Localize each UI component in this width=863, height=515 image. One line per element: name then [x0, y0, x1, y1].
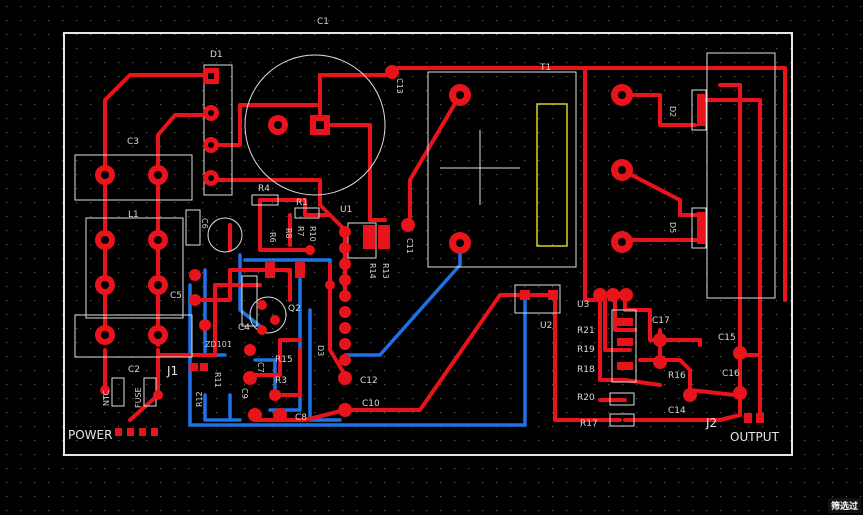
label-R10: R10: [308, 226, 317, 242]
label-C4: C4: [238, 323, 250, 333]
label-R17: R17: [580, 419, 598, 429]
R17-outline: [609, 413, 635, 427]
heatsink-outline: [706, 52, 776, 299]
Q2-outline: [249, 296, 287, 334]
label-NTC: NTC: [102, 390, 111, 406]
label-R1: R1: [296, 198, 308, 208]
label-output: OUTPUT: [730, 430, 780, 444]
pads: [95, 65, 764, 436]
filter-status-badge[interactable]: 筛选过: [827, 498, 861, 513]
T1-core-outline: [244, 54, 386, 196]
label-R14: R14: [368, 263, 377, 279]
label-R12: R12: [195, 391, 204, 407]
label-J2: J2: [705, 416, 717, 430]
U1-outline: [347, 222, 377, 259]
label-R11: R11: [213, 372, 222, 388]
silkscreen-outlines: [74, 52, 776, 427]
label-C14: C14: [668, 406, 686, 416]
component-labels: D1 C3 L1 C2 T1 R4 R1 R8 R10 R7 U1 C11 C1…: [127, 50, 740, 429]
label-R20: R20: [577, 393, 595, 403]
C6-outline: [207, 217, 243, 253]
D2-outline: [691, 89, 707, 131]
U2-outline: [514, 284, 561, 314]
D5-outline: [691, 207, 707, 249]
R4-outline: [251, 194, 279, 206]
label-U1: U1: [340, 205, 352, 215]
label-U3: U3: [577, 300, 589, 310]
label-R3: R3: [275, 376, 287, 386]
label-U2: U2: [540, 321, 552, 331]
label-C10: C10: [362, 399, 380, 409]
label-C15: C15: [718, 333, 736, 343]
label-C1: C1: [317, 17, 329, 27]
R20-outline: [609, 392, 635, 406]
label-R6: R6: [268, 232, 277, 243]
R-array-outline: [611, 309, 637, 383]
label-D1: D1: [210, 50, 223, 60]
label-L1: L1: [128, 210, 139, 220]
label-D5: D5: [668, 222, 677, 233]
label-J1: J1: [166, 364, 178, 378]
label-C16: C16: [722, 369, 740, 379]
label-FUSE: FUSE: [134, 387, 143, 408]
label-C8: C8: [295, 413, 307, 423]
label-R16: R16: [668, 371, 686, 381]
label-R8: R8: [284, 228, 293, 239]
label-R19: R19: [577, 345, 595, 355]
NTC-outline: [111, 377, 125, 407]
label-C11: C11: [405, 238, 414, 254]
L1-outline: [85, 217, 184, 319]
connector-labels: J1 J2 NTC FUSE POWER OUTPUT: [68, 364, 780, 444]
label-C13: C13: [395, 78, 404, 94]
label-R4: R4: [258, 184, 270, 194]
label-Q2: Q2: [288, 304, 301, 314]
label-R13: R13: [381, 263, 390, 279]
label-C2: C2: [128, 365, 140, 375]
label-R18: R18: [577, 365, 595, 375]
label-R21: R21: [577, 326, 595, 336]
label-R15: R15: [275, 355, 293, 365]
label-C6: C6: [200, 218, 209, 229]
T1-outline: [427, 71, 577, 268]
label-power: POWER: [68, 428, 112, 442]
label-C5: C5: [170, 291, 182, 301]
label-C17: C17: [652, 316, 670, 326]
label-C7: C7: [256, 362, 265, 373]
label-C9: C9: [240, 388, 249, 399]
label-C12: C12: [360, 376, 378, 386]
label-R7: R7: [296, 226, 305, 237]
C3-outline: [74, 154, 193, 201]
R1-outline: [294, 207, 320, 219]
label-ZD101: ZD101: [205, 340, 232, 349]
T1-slot: [536, 103, 568, 247]
C2-outline: [74, 314, 193, 358]
R6-outline: [185, 209, 201, 246]
label-T1: T1: [539, 63, 551, 73]
label-D2: D2: [668, 106, 677, 117]
label-D3: D3: [316, 345, 325, 356]
board-outline: [63, 32, 793, 456]
D1-outline: [203, 64, 233, 196]
label-C3: C3: [127, 137, 139, 147]
